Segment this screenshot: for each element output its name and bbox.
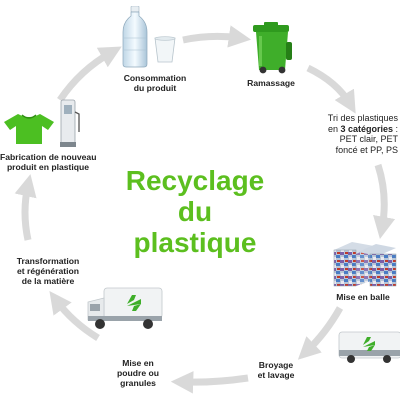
- recycling-truck-icon: [338, 331, 400, 363]
- label-mise-en-balle: Mise en balle: [336, 292, 390, 302]
- arrow-poudre-to-transformation: [49, 290, 100, 341]
- label-fabrication: Fabrication de nouveau produit en plasti…: [0, 152, 97, 172]
- arrow-tri-to-balle: [373, 163, 396, 240]
- bale-icon: [333, 242, 397, 287]
- arrow-ramassage-to-tri: [306, 64, 356, 114]
- fuel-pump-icon: [60, 99, 80, 147]
- arrow-fabrication-to-consommation: [57, 46, 122, 102]
- label-transformation: Transformation et régénération de la mat…: [16, 256, 80, 286]
- label-broyage: Broyage et lavage: [257, 360, 295, 380]
- cup-icon: [154, 36, 176, 63]
- bottle-icon: [122, 6, 148, 68]
- diagram-title: Recyclage du plastique: [125, 165, 265, 258]
- label-ramassage: Ramassage: [247, 78, 295, 88]
- label-consommation: Consommation du produit: [123, 73, 187, 93]
- label-poudre: Mise en poudre ou granules: [116, 358, 159, 388]
- arrow-consommation-to-ramassage: [182, 25, 252, 48]
- recycling-truck-icon: [87, 287, 163, 329]
- arrow-broyage-to-poudre: [170, 371, 249, 394]
- sweater-icon: [4, 114, 54, 144]
- label-tri: Tri des plastiques en 3 catégories : PET…: [327, 113, 398, 155]
- arrow-balle-to-broyage: [297, 306, 344, 360]
- recycle-bin-icon: [253, 22, 292, 74]
- arrow-transformation-to-fabrication: [14, 174, 37, 241]
